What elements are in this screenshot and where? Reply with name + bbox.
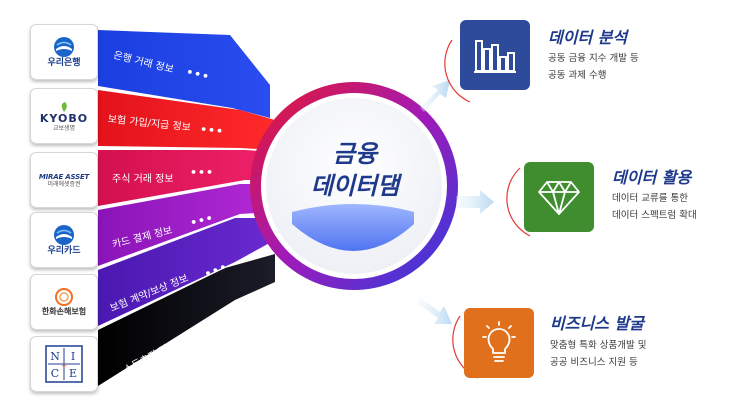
bar-chart-icon — [474, 40, 516, 73]
band-insurance-contract — [98, 218, 275, 326]
logo-hanwha: 한화손해보험 — [30, 274, 98, 330]
logo-mirae-asset: MIRAE ASSET 미래에셋증권 — [30, 152, 98, 208]
woori-globe-icon — [54, 37, 74, 57]
arrow-to-utilization — [456, 190, 494, 214]
kyobo-wordmark: KYOBO — [39, 111, 89, 125]
woori-bank-wordmark: 우리은행 — [47, 58, 81, 68]
hanwha-flame-icon — [55, 288, 73, 306]
band-dots-stock: ••• — [190, 166, 215, 179]
arrow-to-business — [418, 298, 452, 324]
diamond-icon — [538, 181, 580, 215]
svg-text:I: I — [71, 350, 75, 363]
business-icon-box — [464, 308, 534, 378]
arrow-to-analysis — [420, 80, 450, 112]
output-desc-business-1: 맞춤형 특화 상품개발 및 — [550, 340, 647, 351]
band-income — [98, 254, 275, 386]
output-desc-analysis-1: 공동 금융 지수 개발 등 — [548, 53, 639, 64]
output-title-analysis: 데이터 분석 — [548, 28, 628, 47]
output-desc-business-2: 공공 비즈니스 지원 등 — [550, 357, 638, 368]
band-bank — [98, 30, 270, 118]
hanwha-wordmark: 한화손해보험 — [41, 307, 87, 316]
output-desc-utilization-2: 데이터 스펙트럼 확대 — [612, 210, 697, 221]
band-dots-insurance-join: ••• — [199, 122, 225, 139]
band-label-stock: 주식 거래 정보 — [112, 174, 174, 185]
logo-kyobo: KYOBO 교보생명 — [30, 88, 98, 144]
analysis-icon-box — [460, 20, 530, 90]
center-title-line1: 금융 — [332, 140, 378, 168]
band-card — [98, 184, 275, 266]
output-title-utilization: 데이터 활용 — [612, 168, 692, 187]
arc-utilization — [506, 167, 531, 237]
output-title-business: 비즈니스 발굴 — [550, 314, 644, 333]
svg-text:E: E — [69, 367, 77, 380]
nice-logo-mark: N I C E + — [45, 345, 83, 383]
svg-text:+: + — [61, 362, 67, 370]
logo-woori-card: 우리카드 — [30, 212, 98, 268]
mirae-subtitle: 미래에셋증권 — [47, 180, 81, 188]
woori-card-wordmark: 우리카드 — [47, 246, 81, 256]
band-insurance-join — [98, 90, 275, 150]
band-stock — [98, 150, 275, 206]
center-title-line2: 데이터댐 — [310, 172, 400, 200]
water-icon — [292, 204, 414, 251]
kyobo-subtitle: 교보생명 — [52, 124, 76, 132]
svg-text:C: C — [51, 367, 59, 380]
svg-text:N: N — [50, 350, 60, 363]
output-desc-utilization-1: 데이터 교류를 통한 — [612, 193, 688, 204]
arc-analysis — [444, 39, 471, 103]
output-desc-analysis-2: 공동 과제 수행 — [548, 70, 607, 81]
kyobo-leaf-icon — [61, 101, 67, 112]
logo-nice: N I C E + — [30, 336, 98, 392]
mirae-wordmark: MIRAE ASSET — [38, 172, 90, 181]
utilization-icon-box — [524, 162, 594, 232]
logo-woori-bank: 우리은행 — [30, 24, 98, 80]
woori-card-globe-icon — [54, 225, 74, 245]
lightbulb-icon — [482, 321, 516, 362]
